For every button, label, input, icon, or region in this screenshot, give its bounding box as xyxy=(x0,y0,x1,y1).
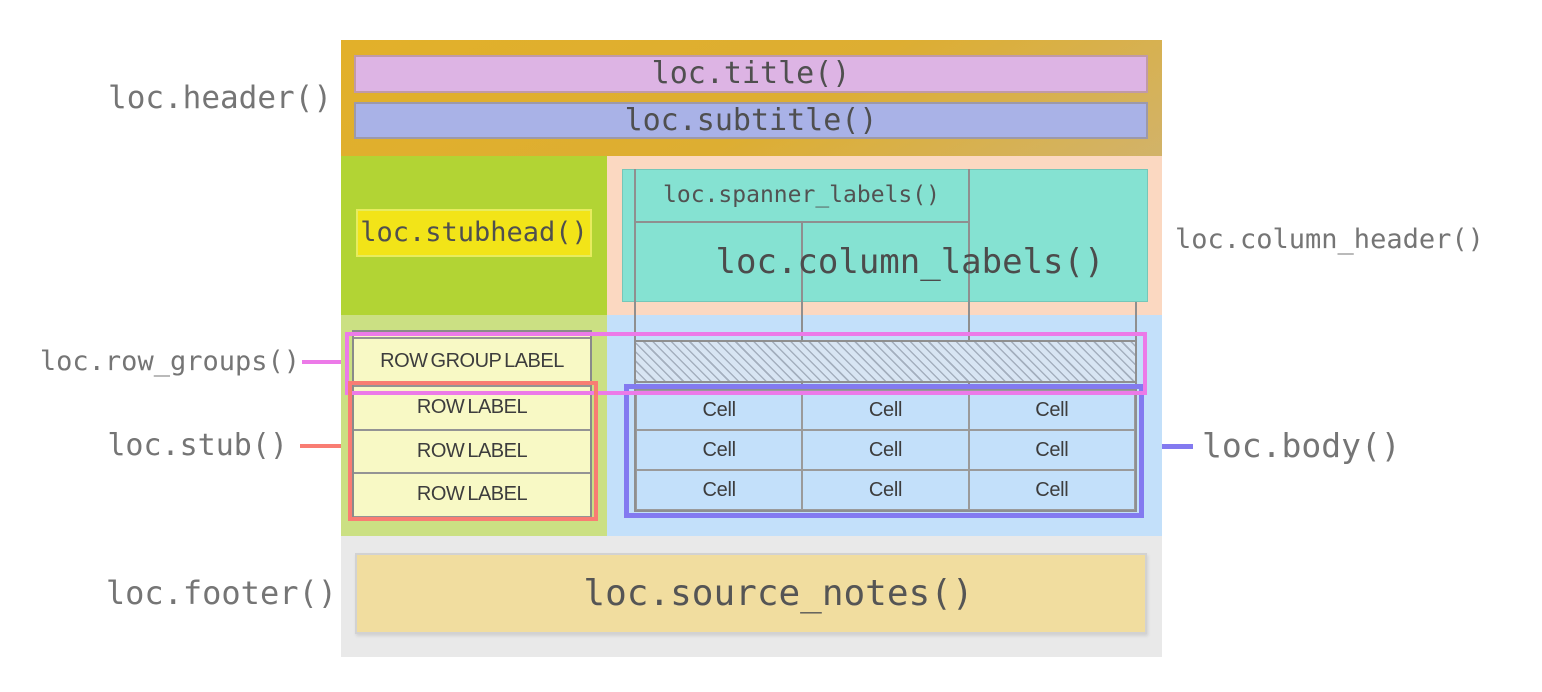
row-group-hatched-strip xyxy=(634,340,1137,383)
stubhead-box: loc.stubhead() xyxy=(356,209,592,257)
label-loc-stub: loc.stub() xyxy=(107,428,288,463)
body-cell: Cell xyxy=(636,430,803,470)
body-cell: Cell xyxy=(802,390,969,430)
body-cell: Cell xyxy=(802,470,969,510)
body-connector-line xyxy=(1144,444,1193,449)
title-box: loc.title() xyxy=(354,55,1148,93)
stub-connector-line xyxy=(300,444,353,448)
body-cell-grid: Cell Cell Cell Cell Cell Cell Cell Cell … xyxy=(634,388,1137,512)
body-outline xyxy=(624,384,1144,518)
body-cell: Cell xyxy=(636,390,803,430)
spanner-labels-text: loc.spanner_labels() xyxy=(663,182,940,208)
source-notes-box: loc.source_notes() xyxy=(355,553,1147,634)
label-loc-column-header: loc.column_header() xyxy=(1175,224,1484,255)
column-labels-box xyxy=(622,169,1148,302)
body-cell: Cell xyxy=(968,390,1135,430)
subtitle-box: loc.subtitle() xyxy=(354,102,1148,139)
label-loc-body: loc.body() xyxy=(1202,426,1401,465)
body-cell: Cell xyxy=(968,470,1135,510)
label-loc-footer: loc.footer() xyxy=(105,574,337,612)
row-label-cell: ROW LABEL xyxy=(354,472,590,516)
row-groups-outline xyxy=(345,332,1147,395)
stub-outline xyxy=(348,381,598,521)
column-labels-text: loc.column_labels() xyxy=(715,242,1105,282)
body-cell: Cell xyxy=(968,430,1135,470)
row-label-cell: ROW LABEL xyxy=(354,428,590,473)
table-diagram: loc.title() loc.subtitle() loc.stubhead(… xyxy=(341,40,1162,657)
body-cell: Cell xyxy=(802,430,969,470)
row-label-cell: ROW LABEL xyxy=(354,385,590,429)
row-group-label-cell: ROW GROUP LABEL xyxy=(354,336,590,385)
label-loc-row-groups: loc.row_groups() xyxy=(39,346,300,377)
label-loc-header: loc.header() xyxy=(108,80,332,116)
body-cell: Cell xyxy=(636,470,803,510)
spanner-divider-line xyxy=(634,221,970,223)
row-groups-connector-line xyxy=(302,360,348,364)
